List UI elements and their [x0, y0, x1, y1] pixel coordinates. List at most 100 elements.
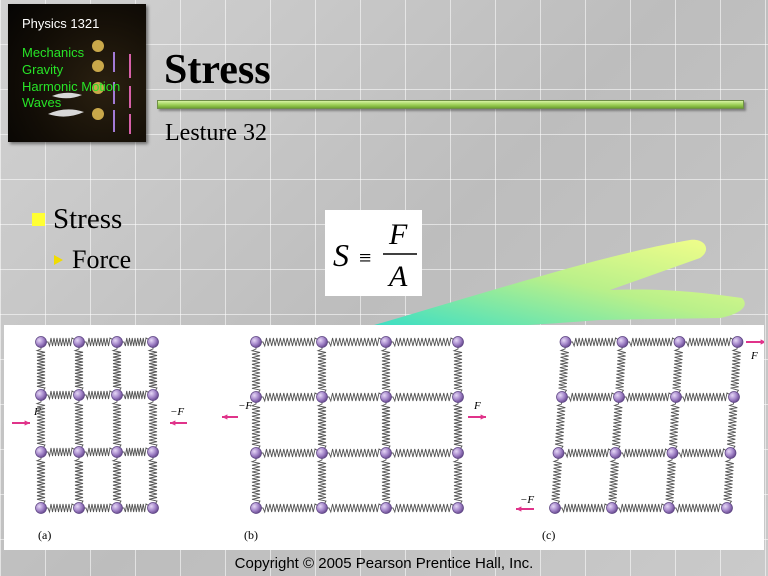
panel-a-atom [73, 502, 85, 514]
panel-b-spring-v [250, 342, 261, 398]
panel-c-spring-v [611, 396, 623, 454]
slide-title: Stress [164, 47, 271, 93]
panel-a-spring-v [35, 395, 46, 453]
formula-lhs: S [333, 237, 349, 273]
panel-c-spring-h [669, 503, 728, 514]
panel-b-atom [316, 391, 328, 403]
panel-c-atom [728, 391, 740, 403]
lattice-diagram: F −F −F F F −F (a) (b) (c) [12, 336, 764, 542]
panel-b-spring-h [386, 503, 459, 514]
panel-c-atom [666, 447, 679, 459]
panel-c-top-force-label: F [750, 350, 758, 362]
panel-b-spring-v [380, 397, 391, 454]
panel-a-caption: (a) [38, 528, 51, 542]
panel-b-spring-h [322, 503, 387, 514]
panel-b-spring-h [322, 448, 387, 459]
atoms [35, 336, 744, 514]
panel-c-atom [663, 502, 675, 514]
title-underline [157, 100, 744, 109]
panel-b-spring-v [316, 397, 327, 454]
formula-denominator: A [387, 260, 408, 293]
panel-b-spring-v [380, 342, 391, 398]
panel-b-force-arrow-left [222, 414, 238, 420]
formula-numerator: F [388, 218, 408, 251]
panel-a-atom [111, 389, 123, 401]
panel-c-spring-v [723, 452, 734, 509]
panel-b-spring-h [322, 337, 387, 348]
formula-graphic: S ≡ F A [333, 218, 417, 293]
panel-c-atom [721, 502, 733, 514]
panel-a-atom [35, 502, 47, 514]
panel-c-atom [673, 336, 686, 348]
course-logo: Physics 1321 Mechanics Gravity Harmonic … [8, 4, 146, 142]
force-arrows [12, 339, 764, 512]
panel-a-atom [147, 389, 159, 401]
panel-a-spring-v [111, 452, 122, 509]
panel-c-atom [670, 391, 682, 403]
panel-c-spring-h [612, 503, 670, 514]
panel-c-atom [731, 336, 744, 348]
panel-a-atom [73, 446, 85, 458]
panel-a-spring-h [41, 503, 80, 514]
panel-a-spring-v [147, 452, 158, 509]
panel-b-spring-v [250, 453, 261, 509]
panel-b-atom [380, 502, 392, 514]
panel-b-atom [250, 502, 262, 514]
panel-b-spring-h [256, 392, 323, 403]
panel-b-atom [316, 502, 328, 514]
slide-subtitle: Lesture 32 [165, 120, 267, 146]
panel-b-atom [452, 391, 464, 403]
panel-a-spring-h [117, 337, 154, 347]
panel-a-spring-h [117, 390, 154, 400]
stress-formula: S ≡ F A [325, 210, 422, 296]
panel-b-force-arrow-right [468, 414, 486, 420]
panel-b-atom [250, 391, 262, 403]
panel-c-spring-h [672, 448, 731, 459]
springs [35, 337, 741, 514]
panel-b-spring-h [386, 448, 459, 459]
panel-a-atom [147, 502, 159, 514]
panel-c-spring-h [562, 392, 620, 403]
panel-b-atom [380, 447, 392, 459]
panel-c-atom [559, 336, 572, 348]
panel-c-spring-h [555, 503, 613, 514]
panel-a-spring-h [41, 447, 80, 458]
panel-c-caption: (c) [542, 528, 555, 542]
panel-b-spring-v [452, 453, 463, 509]
logo-topic-waves: Waves [22, 95, 62, 110]
falling-objects-illustration [48, 40, 131, 134]
panel-c-spring-h [622, 337, 680, 348]
panel-a-atom [73, 389, 85, 401]
panel-a-spring-h [79, 447, 118, 458]
panel-a-spring-v [111, 395, 122, 453]
formula-operator: ≡ [359, 245, 371, 270]
panel-c-atom [724, 447, 737, 459]
panel-b-right-force-label: F [473, 400, 481, 412]
panel-a-spring-v [73, 395, 84, 453]
panel-a-atom [147, 446, 159, 458]
panel-b-atom [250, 447, 262, 459]
panel-b-spring-v [452, 342, 463, 398]
panel-c-force-arrow-left [516, 506, 534, 512]
panel-b-atom [452, 502, 464, 514]
panel-c-atom [609, 447, 622, 459]
logo-topic-gravity: Gravity [22, 62, 64, 77]
panel-b-spring-v [250, 397, 261, 454]
panel-a-spring-v [35, 452, 46, 509]
panel-c-atom [552, 447, 565, 459]
logo-course-title: Physics 1321 [22, 16, 100, 31]
panel-c-spring-h [565, 337, 623, 348]
panel-a-spring-h [117, 503, 154, 513]
panel-a-spring-h [41, 390, 80, 401]
sub-bullet-label: Force [72, 245, 132, 274]
panel-b-spring-v [380, 453, 391, 509]
panel-a-atom [111, 446, 123, 458]
panel-a-spring-h [79, 503, 118, 514]
panel-b-atom [452, 447, 464, 459]
panel-c-spring-h [676, 392, 735, 403]
panel-a-spring-v [147, 342, 158, 396]
spring-lattice-figure: F −F −F F F −F (a) (b) (c) [4, 325, 764, 550]
panel-c-spring-h [615, 448, 673, 459]
panel-a-spring-h [79, 337, 118, 348]
